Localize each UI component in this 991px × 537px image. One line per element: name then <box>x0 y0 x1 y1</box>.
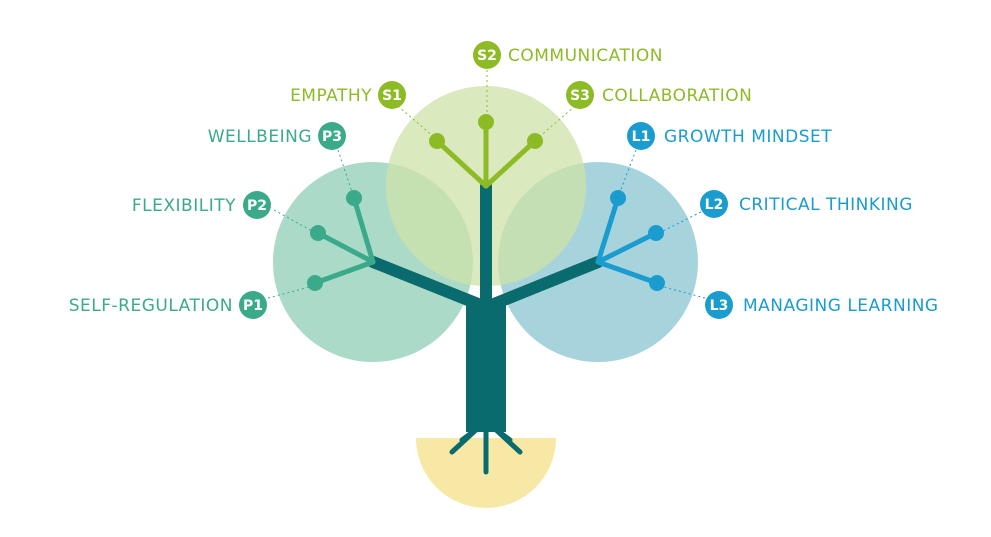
badge-p1 <box>239 291 267 319</box>
label-l3: MANAGING LEARNING <box>743 296 939 316</box>
badge-s3 <box>566 81 594 109</box>
badge-code-l2: L2 <box>705 197 724 213</box>
social-item-s1: S1 EMPATHY <box>290 81 406 109</box>
badge-code-l3: L3 <box>710 298 729 314</box>
label-l2: CRITICAL THINKING <box>739 195 913 215</box>
badge-s2 <box>473 41 501 69</box>
badge-l3 <box>705 291 733 319</box>
badge-code-s3: S3 <box>570 88 590 104</box>
badge-p3 <box>318 122 346 150</box>
badge-s1 <box>378 81 406 109</box>
personal-twigs <box>307 190 376 291</box>
personal-item-p2: P2 FLEXIBILITY <box>132 191 271 219</box>
tree-trunk <box>466 300 506 432</box>
personal-item-p1: P1 SELF-REGULATION <box>69 291 267 319</box>
badge-l1 <box>627 122 655 150</box>
label-l1: GROWTH MINDSET <box>664 127 832 147</box>
learning-item-l2: L2 CRITICAL THINKING <box>700 190 913 218</box>
personal-item-p3: P3 WELLBEING <box>208 122 346 150</box>
social-twigs <box>429 114 543 189</box>
learning-item-l3: L3 MANAGING LEARNING <box>705 291 939 319</box>
label-p3: WELLBEING <box>208 127 312 147</box>
label-p1: SELF-REGULATION <box>69 296 233 316</box>
label-p2: FLEXIBILITY <box>132 196 236 216</box>
social-item-s2: S2 COMMUNICATION <box>473 41 663 69</box>
label-s3: COLLABORATION <box>602 86 752 106</box>
connector-lines <box>267 70 706 299</box>
badge-l2 <box>700 190 728 218</box>
badge-code-p3: P3 <box>322 129 342 145</box>
badge-code-s1: S1 <box>382 88 402 104</box>
badge-code-l1: L1 <box>632 129 651 145</box>
tree-main-branches <box>367 180 604 310</box>
learning-item-l1: L1 GROWTH MINDSET <box>627 122 832 150</box>
badge-code-p1: P1 <box>243 298 263 314</box>
label-s1: EMPATHY <box>290 86 372 106</box>
social-item-s3: S3 COLLABORATION <box>566 81 752 109</box>
badge-code-p2: P2 <box>247 198 267 214</box>
badge-p2 <box>243 191 271 219</box>
badge-code-s2: S2 <box>477 48 497 64</box>
label-s2: COMMUNICATION <box>508 46 663 66</box>
learning-twigs <box>595 190 665 291</box>
